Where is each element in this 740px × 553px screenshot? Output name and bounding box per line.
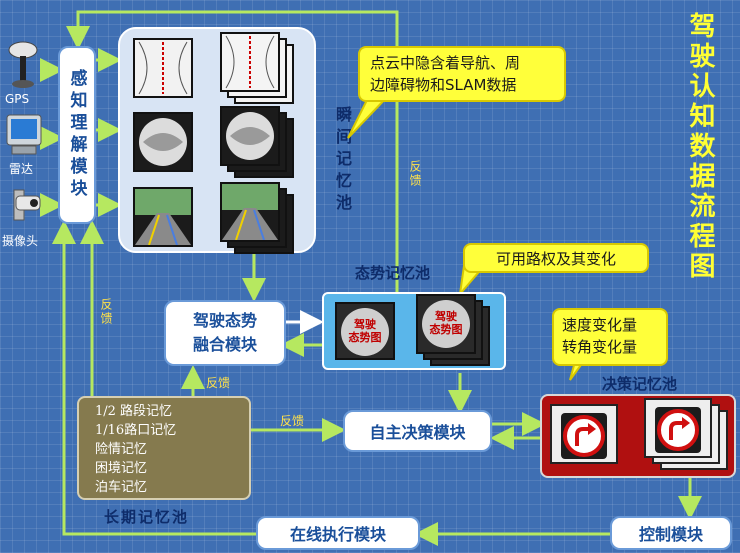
radar-icon <box>6 113 42 157</box>
online-exec-module-label: 在线执行模块 <box>289 525 386 544</box>
fusion-module-line2: 融合模块 <box>192 335 257 354</box>
control-module: 控制模块 <box>610 516 732 550</box>
fusion-module: 驾驶态势 融合模块 <box>164 300 286 366</box>
long-term-item-4: 泊车记忆 <box>95 480 148 495</box>
camera-label: 摄像头 <box>2 234 39 248</box>
situation-map-frame-stack: 驾驶 态势图 <box>416 294 476 354</box>
road-right-callout-tail <box>458 266 486 296</box>
radar-label: 雷达 <box>9 162 34 176</box>
fisheye-frame <box>133 112 193 172</box>
point-cloud-callout-line1: 点云中隐含着导航、周 <box>370 54 521 72</box>
feedback-label-fusion: 反馈 <box>206 376 231 390</box>
lidar-frame-stack <box>220 32 280 92</box>
gps-label: GPS <box>5 92 30 106</box>
turn-sign-frame <box>550 404 618 464</box>
steer-change-text: 转角变化量 <box>562 338 638 356</box>
situation-map-frame: 驾驶 态势图 <box>335 302 395 360</box>
fisheye-frame-stack <box>220 106 280 166</box>
turn-sign-frame-stack <box>644 398 712 458</box>
point-cloud-callout: 点云中隐含着导航、周 边障碍物和SLAM数据 <box>358 46 566 102</box>
situation-stack-label-line1: 驾驶 <box>435 310 457 323</box>
gps-icon <box>6 40 40 90</box>
speed-change-text: 速度变化量 <box>562 316 638 334</box>
road-camera-frame <box>133 187 193 247</box>
turn-right-sign-icon <box>563 415 605 457</box>
long-term-item-1: 1/16路口记忆 <box>95 423 177 438</box>
feedback-label-top: 反馈 <box>408 160 422 188</box>
lidar-frame <box>133 38 193 98</box>
online-exec-module: 在线执行模块 <box>256 516 420 550</box>
road-right-callout-text: 可用路权及其变化 <box>495 250 616 268</box>
feedback-label-left: 反馈 <box>99 298 113 326</box>
fusion-module-line1: 驾驶态势 <box>192 311 257 330</box>
road-right-callout: 可用路权及其变化 <box>463 243 649 273</box>
decision-module-label: 自主决策模块 <box>369 423 466 442</box>
long-term-item-2: 险情记忆 <box>95 442 148 457</box>
perception-module-label: 感知理解模块 <box>66 69 87 201</box>
perception-module: 感知理解模块 <box>58 46 96 224</box>
camera-icon <box>4 188 42 226</box>
long-term-item-3: 困境记忆 <box>95 461 148 476</box>
turn-right-sign-icon-stack <box>657 409 699 451</box>
road-camera-frame-stack <box>220 182 280 242</box>
control-module-label: 控制模块 <box>638 525 703 544</box>
situation-map-label-line1: 驾驶 <box>354 318 376 331</box>
decision-module: 自主决策模块 <box>343 410 492 452</box>
feedback-label-decision: 反馈 <box>280 414 305 428</box>
speed-steer-callout: 速度变化量 转角变化量 <box>552 308 668 366</box>
decision-memory-pool-label: 决策记忆池 <box>602 375 678 393</box>
situation-stack-label-line2: 态势图 <box>429 323 463 336</box>
long-term-item-0: 1/2 路段记忆 <box>95 404 173 419</box>
long-term-memory-pool: 1/2 路段记忆 1/16路口记忆 险情记忆 困境记忆 泊车记忆 <box>77 396 251 500</box>
situation-memory-pool-label: 态势记忆池 <box>355 264 431 282</box>
point-cloud-callout-line2: 边障碍物和SLAM数据 <box>370 76 517 94</box>
long-term-memory-pool-label: 长期记忆池 <box>104 508 190 526</box>
situation-map-label-line2: 态势图 <box>348 331 382 344</box>
instant-memory-pool-label: 瞬间记忆池 <box>333 106 352 216</box>
diagram-title: 驾驶认知数据流程图 <box>685 12 715 282</box>
